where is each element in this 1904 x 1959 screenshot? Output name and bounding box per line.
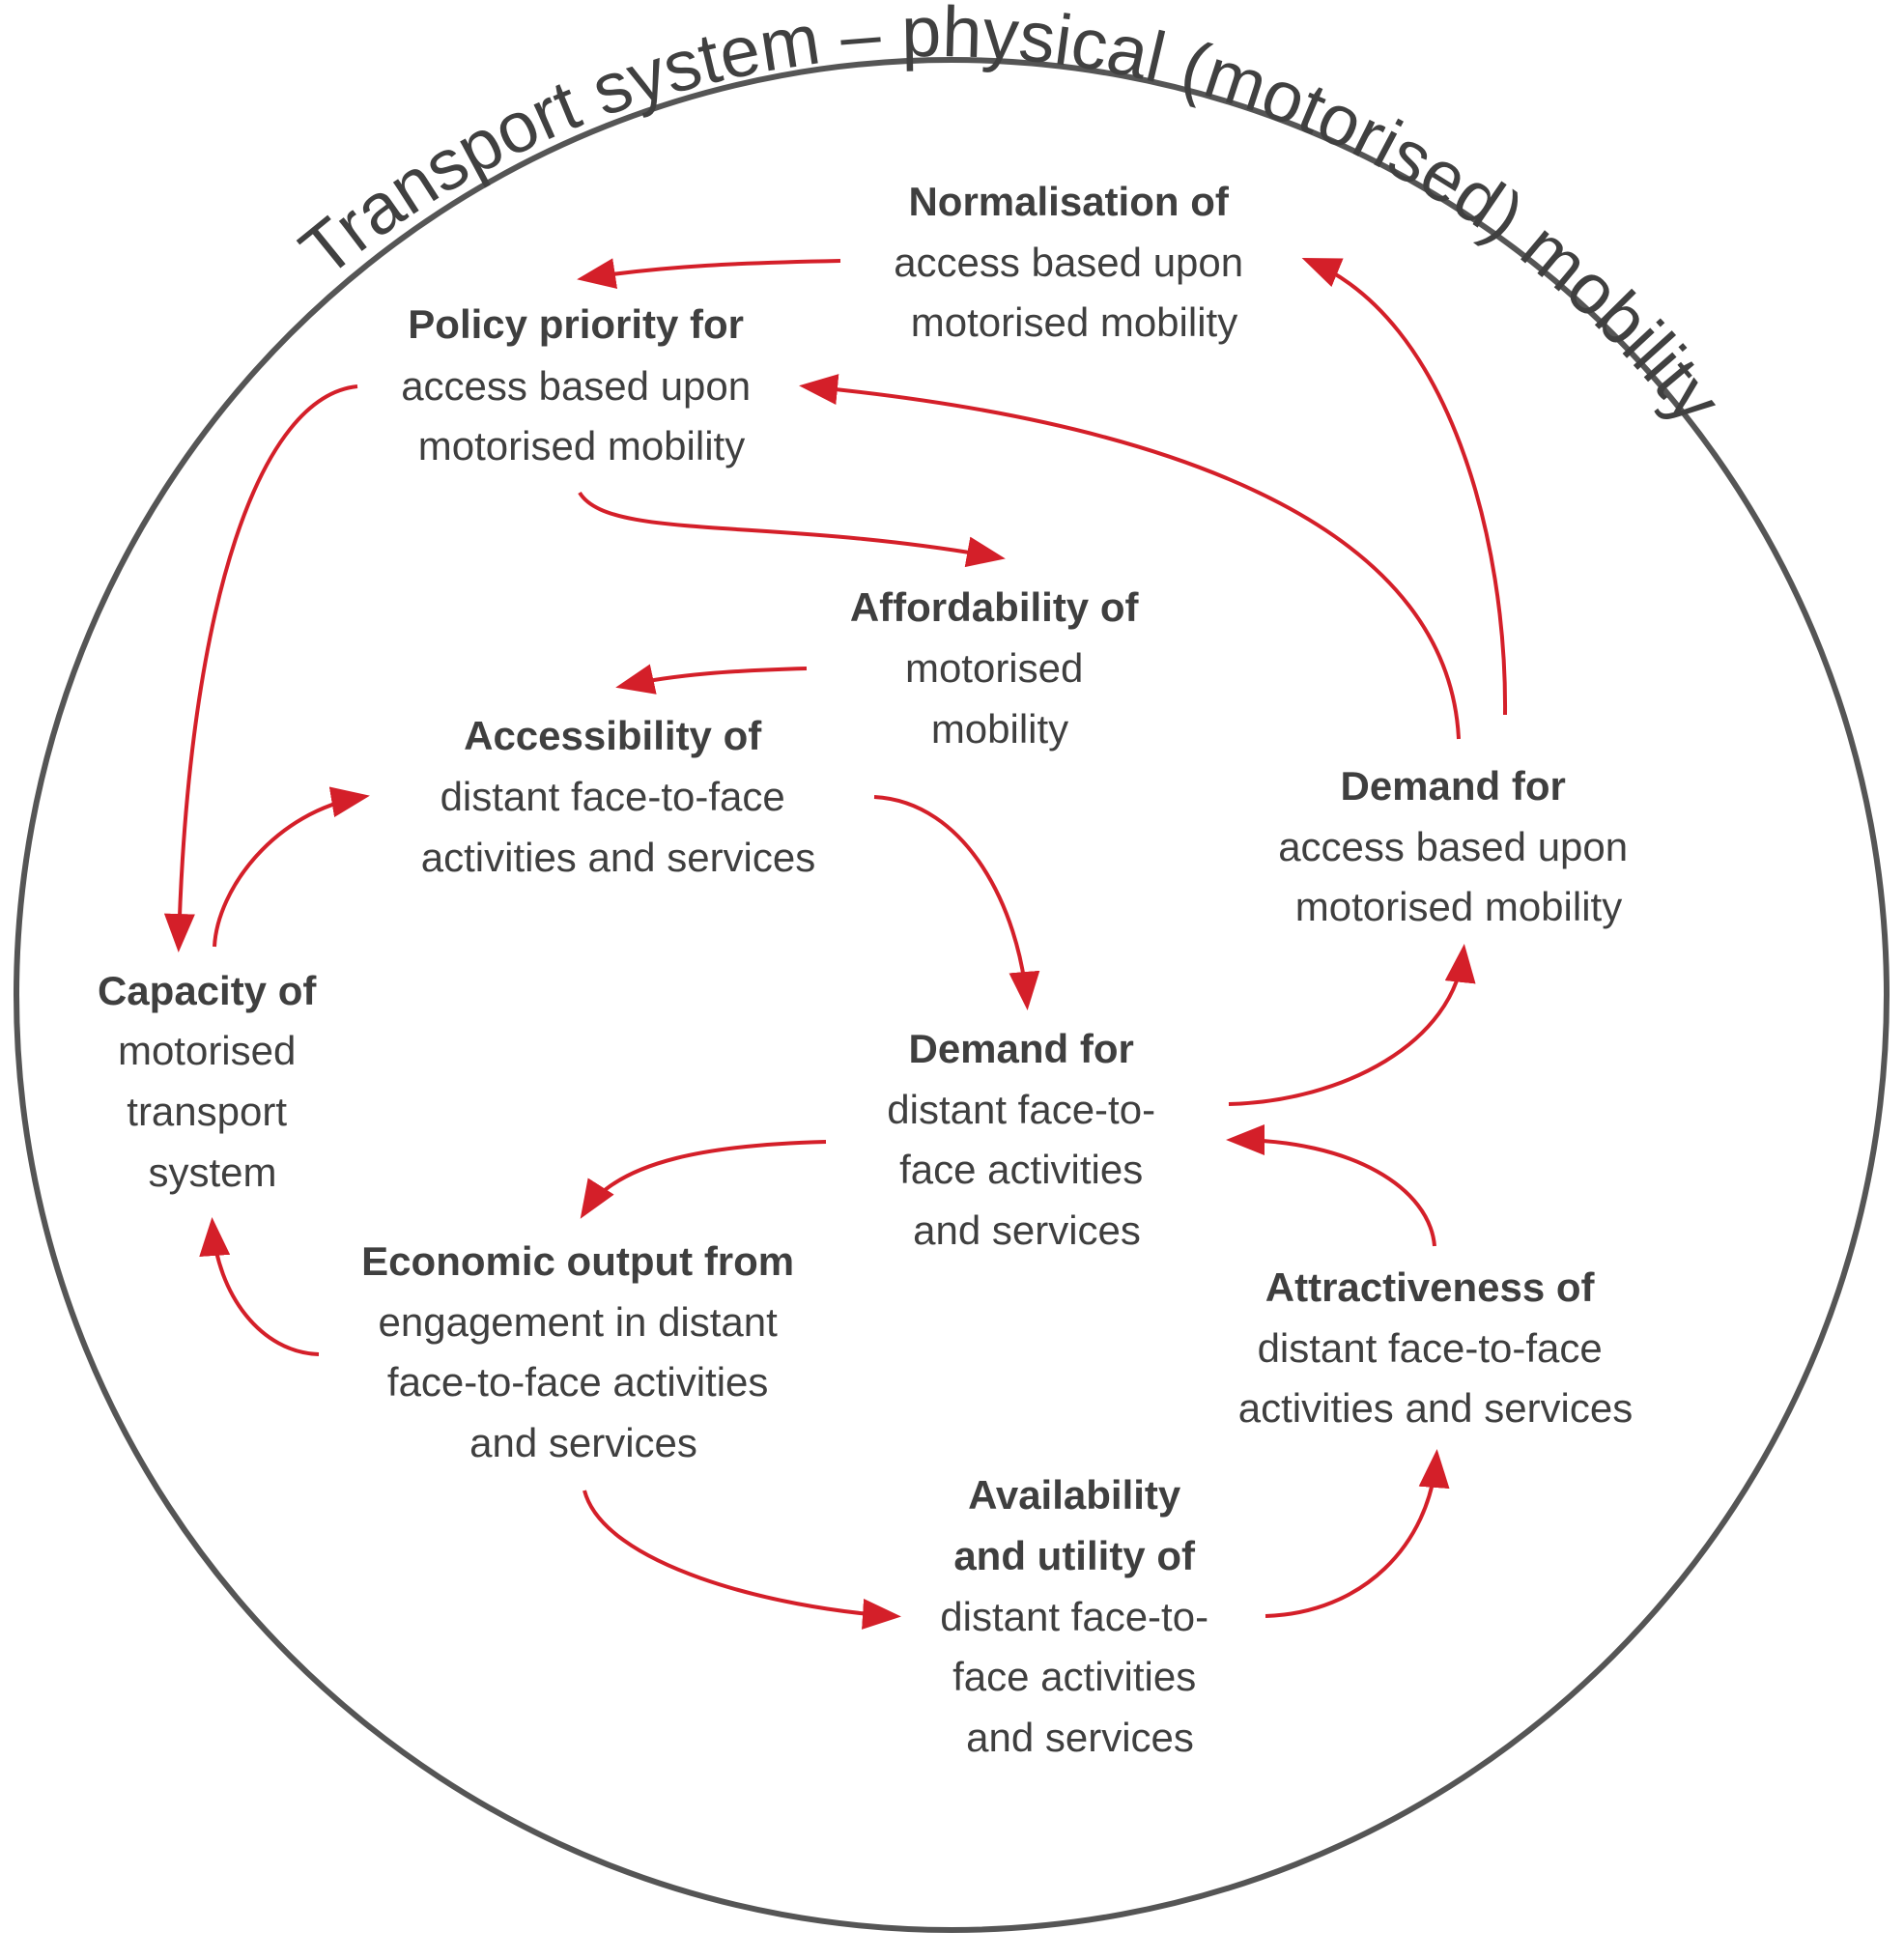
node-affordability: Affordability of motorised mobility [850,584,1150,752]
arrow-normalisation-to-policy [577,258,841,289]
node-policy-title: Policy priority for [408,301,744,347]
node-policy: Policy priority for access based upon mo… [401,301,762,468]
node-accessibility-line: activities and services [421,835,816,880]
node-normalisation: Normalisation of access based upon motor… [894,179,1255,345]
node-capacity-line: transport [127,1089,287,1134]
node-normalisation-line: motorised mobility [911,299,1237,345]
node-availability-line: distant face-to- [940,1594,1208,1639]
causal-arrows [163,257,1508,1630]
node-demand-distant: Demand for distant face-to- face activit… [887,1026,1166,1253]
node-accessibility-line: distant face-to-face [440,774,785,819]
node-demand-access-title: Demand for [1340,763,1565,809]
arrow-policy-to-affordability [578,491,1006,568]
node-affordability-line: motorised [905,645,1083,691]
node-availability-title: and utility of [953,1533,1196,1578]
arrow-accessibility-to-demand-distant [873,795,1040,1010]
node-availability-line: face activities [952,1654,1196,1699]
arrow-availability-to-attractiveness [1265,1449,1450,1618]
node-demand-access-line: access based upon [1278,824,1628,869]
arrow-affordability-to-accessibility [615,664,808,695]
node-capacity-title: Capacity of [98,968,317,1013]
node-normalisation-line: access based upon [894,240,1243,285]
arrow-demand-distant-to-economic [580,1140,827,1219]
node-affordability-title: Affordability of [850,584,1140,630]
transport-system-boundary [14,57,1890,1933]
arrow-demand-access-to-normalisation [1301,257,1508,716]
node-capacity: Capacity of motorised transport system [98,968,327,1195]
node-economic-line: face-to-face activities [387,1359,769,1405]
arrow-demand-distant-to-demand-access [1228,944,1476,1106]
arrow-policy-to-capacity [163,384,358,952]
node-economic-line: engagement in distant [379,1299,779,1345]
node-capacity-line: system [148,1150,276,1195]
node-attractiveness-title: Attractiveness of [1265,1264,1596,1310]
node-availability: Availability and utility of distant face… [940,1472,1219,1760]
node-attractiveness-line: distant face-to-face [1258,1325,1603,1371]
node-affordability-line: mobility [931,706,1068,752]
node-attractiveness-line: activities and services [1238,1385,1634,1431]
node-economic-line: and services [469,1420,697,1465]
node-demand-distant-title: Demand for [908,1026,1133,1071]
node-attractiveness: Attractiveness of distant face-to-face a… [1238,1264,1634,1431]
node-demand-distant-line: and services [913,1207,1141,1253]
arrow-economic-to-availability [583,1490,901,1630]
node-economic-title: Economic output from [361,1238,794,1284]
node-demand-access: Demand for access based upon motorised m… [1278,763,1639,929]
arrow-capacity-to-accessibility [213,786,370,948]
node-accessibility: Accessibility of distant face-to-face ac… [421,713,816,880]
node-demand-distant-line: distant face-to- [887,1087,1155,1132]
node-demand-distant-line: face activities [899,1147,1143,1192]
node-demand-access-line: motorised mobility [1295,884,1622,929]
node-accessibility-title: Accessibility of [464,713,762,758]
arrow-economic-to-capacity [199,1217,320,1356]
node-policy-line: access based upon [401,363,751,409]
node-capacity-line: motorised [118,1028,296,1073]
node-normalisation-title: Normalisation of [908,179,1229,224]
node-policy-line: motorised mobility [418,423,745,468]
node-availability-title: Availability [968,1472,1181,1518]
node-availability-line: and services [966,1715,1194,1760]
arrow-attractiveness-to-demand-distant [1226,1124,1436,1247]
arrow-demand-access-to-policy [799,374,1461,740]
node-economic: Economic output from engagement in dista… [361,1238,806,1465]
